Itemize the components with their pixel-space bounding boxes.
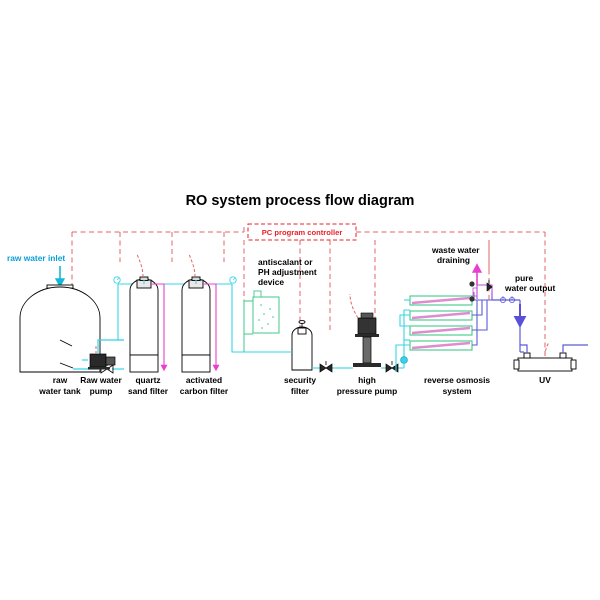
page-title: RO system process flow diagram — [186, 193, 415, 209]
ro-vessel-2 — [409, 310, 473, 321]
waste-valve-upper[interactable] — [469, 281, 475, 287]
product-label-line1: pure — [515, 273, 533, 283]
product-label-line2: water output — [504, 283, 555, 293]
waste-valve-lower[interactable] — [469, 296, 475, 302]
hp-pressure-gauge — [400, 356, 408, 367]
dosing-label-line1: antiscalant or — [258, 257, 313, 267]
security-filter — [291, 320, 313, 371]
dosing-label-line3: device — [258, 277, 284, 287]
controller-label: PC program controller — [262, 228, 343, 237]
ro-permeate-header — [472, 292, 493, 346]
dosing-label-line2: PH adjustment — [258, 267, 317, 277]
waste-regulating-valve[interactable] — [486, 280, 493, 292]
ro-vessel-1 — [409, 295, 473, 306]
label-raw-water-pump-2: pump — [90, 386, 113, 396]
pc-program-controller[interactable]: PC program controller — [247, 223, 357, 241]
label-activated-carbon-filter-1: activated — [186, 375, 222, 385]
label-raw-water-tank-1: raw — [53, 375, 68, 385]
label-raw-water-tank-2: water tank — [38, 386, 81, 396]
pump-base — [88, 367, 110, 370]
label-security-filter-1: security — [284, 375, 316, 385]
security-filter-outlet-valve — [319, 361, 333, 373]
hp-pump-stages — [362, 336, 372, 364]
pump-discharge — [97, 339, 124, 354]
label-raw-water-pump-1: Raw water — [80, 375, 122, 385]
label-quartz-sand-filter-2: sand filter — [128, 386, 169, 396]
uv-outlet-port — [559, 352, 567, 359]
uv-control-wire — [544, 341, 550, 357]
label-uv-1: UV — [539, 375, 551, 385]
label-reverse-osmosis-1: reverse osmosis — [424, 375, 490, 385]
waste-label-line2: draining — [437, 255, 470, 265]
raw-water-tank — [19, 284, 101, 373]
dosing-tank-cap — [253, 290, 262, 298]
reverse-osmosis-system — [395, 292, 493, 372]
label-quartz-sand-filter-1: quartz — [135, 375, 160, 385]
high-pressure-pump — [344, 293, 381, 369]
quartz-filter-piping — [136, 253, 168, 372]
waste-flow-meter — [472, 287, 478, 297]
dosing-tank — [252, 296, 280, 334]
carbon-filter-piping — [188, 253, 220, 372]
label-reverse-osmosis-2: system — [443, 386, 472, 396]
uv-sterilizer — [513, 352, 577, 372]
ro-feed-interconnect — [395, 299, 410, 372]
hp-discharge-valve — [385, 361, 399, 373]
pump-motor — [89, 353, 107, 368]
dosing-liquid-dots — [258, 304, 274, 329]
gauge-right — [229, 276, 237, 284]
waste-water-draining: waste water draining — [431, 245, 493, 302]
hp-pump-base — [353, 363, 381, 367]
uv-inlet-port — [523, 352, 531, 359]
activated-carbon-filter — [181, 276, 211, 373]
label-high-pressure-pump-2: pressure pump — [337, 386, 398, 396]
gauge-left — [113, 276, 121, 284]
controller-box[interactable] — [247, 223, 357, 241]
pump-casing — [105, 356, 116, 366]
label-activated-carbon-filter-2: carbon filter — [180, 386, 229, 396]
ro-vessel-3 — [409, 325, 473, 336]
raw-water-inlet: raw water inlet — [7, 253, 65, 288]
quartz-sand-filter — [129, 276, 159, 373]
control-wiring — [71, 224, 546, 364]
antiscalant-dosing-device: antiscalant or PH adjustment device — [243, 257, 317, 352]
control-wiring-drops — [243, 240, 490, 352]
security-filter-piping — [252, 351, 344, 369]
label-security-filter-2: filter — [291, 386, 310, 396]
uv-piping — [520, 344, 588, 353]
raw-water-pump — [82, 339, 124, 370]
equipment-labels: raw water tank Raw water pump quartz san… — [38, 375, 551, 396]
pure-water-output: pure water output — [492, 273, 555, 353]
permeate-gauges — [499, 296, 515, 303]
hp-pump-motor — [357, 317, 377, 335]
waste-label-line1: waste water — [431, 245, 480, 255]
raw-water-inlet-label: raw water inlet — [7, 253, 65, 263]
ro-vessel-4 — [409, 340, 473, 351]
label-high-pressure-pump-1: high — [358, 375, 376, 385]
